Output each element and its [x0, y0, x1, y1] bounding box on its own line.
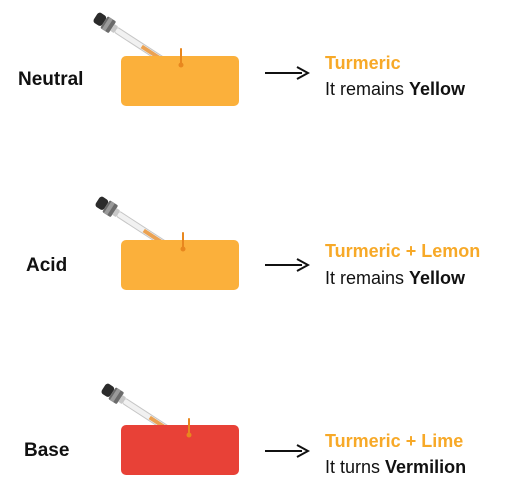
result-title: Turmeric [325, 53, 401, 73]
color-swatch [121, 425, 239, 475]
row-base: Base Turmeric + Lime It turns Vermilion [0, 0, 519, 477]
result-text: It turns Vermilion [325, 457, 466, 478]
row-label: Acid [26, 255, 68, 276]
arrow-right-icon [265, 66, 310, 80]
row-label: Base [24, 440, 70, 461]
color-swatch [121, 240, 239, 290]
result-prefix: It turns [325, 457, 386, 477]
arrow-right-icon [265, 444, 310, 458]
drop-mark [178, 48, 184, 68]
row-acid: Acid Turmeric + Lemon It remains Yellow [0, 0, 519, 290]
drop-mark [180, 232, 186, 252]
arrow-right-icon [265, 258, 310, 272]
result-title: Turmeric + Lemon [325, 241, 481, 261]
result-emphasis: Yellow [409, 79, 466, 99]
drop-mark [186, 418, 192, 438]
result-prefix: It remains [325, 79, 410, 99]
row-neutral: Neutral Turmeric It remains Yellow [0, 0, 519, 130]
result-emphasis: Yellow [409, 268, 466, 288]
result-emphasis: Vermilion [385, 457, 467, 477]
result-title: Turmeric + Lime [325, 431, 464, 451]
result-text: It remains Yellow [325, 79, 465, 100]
result-text: It remains Yellow [325, 268, 465, 289]
row-label: Neutral [18, 69, 84, 90]
result-prefix: It remains [325, 268, 410, 288]
